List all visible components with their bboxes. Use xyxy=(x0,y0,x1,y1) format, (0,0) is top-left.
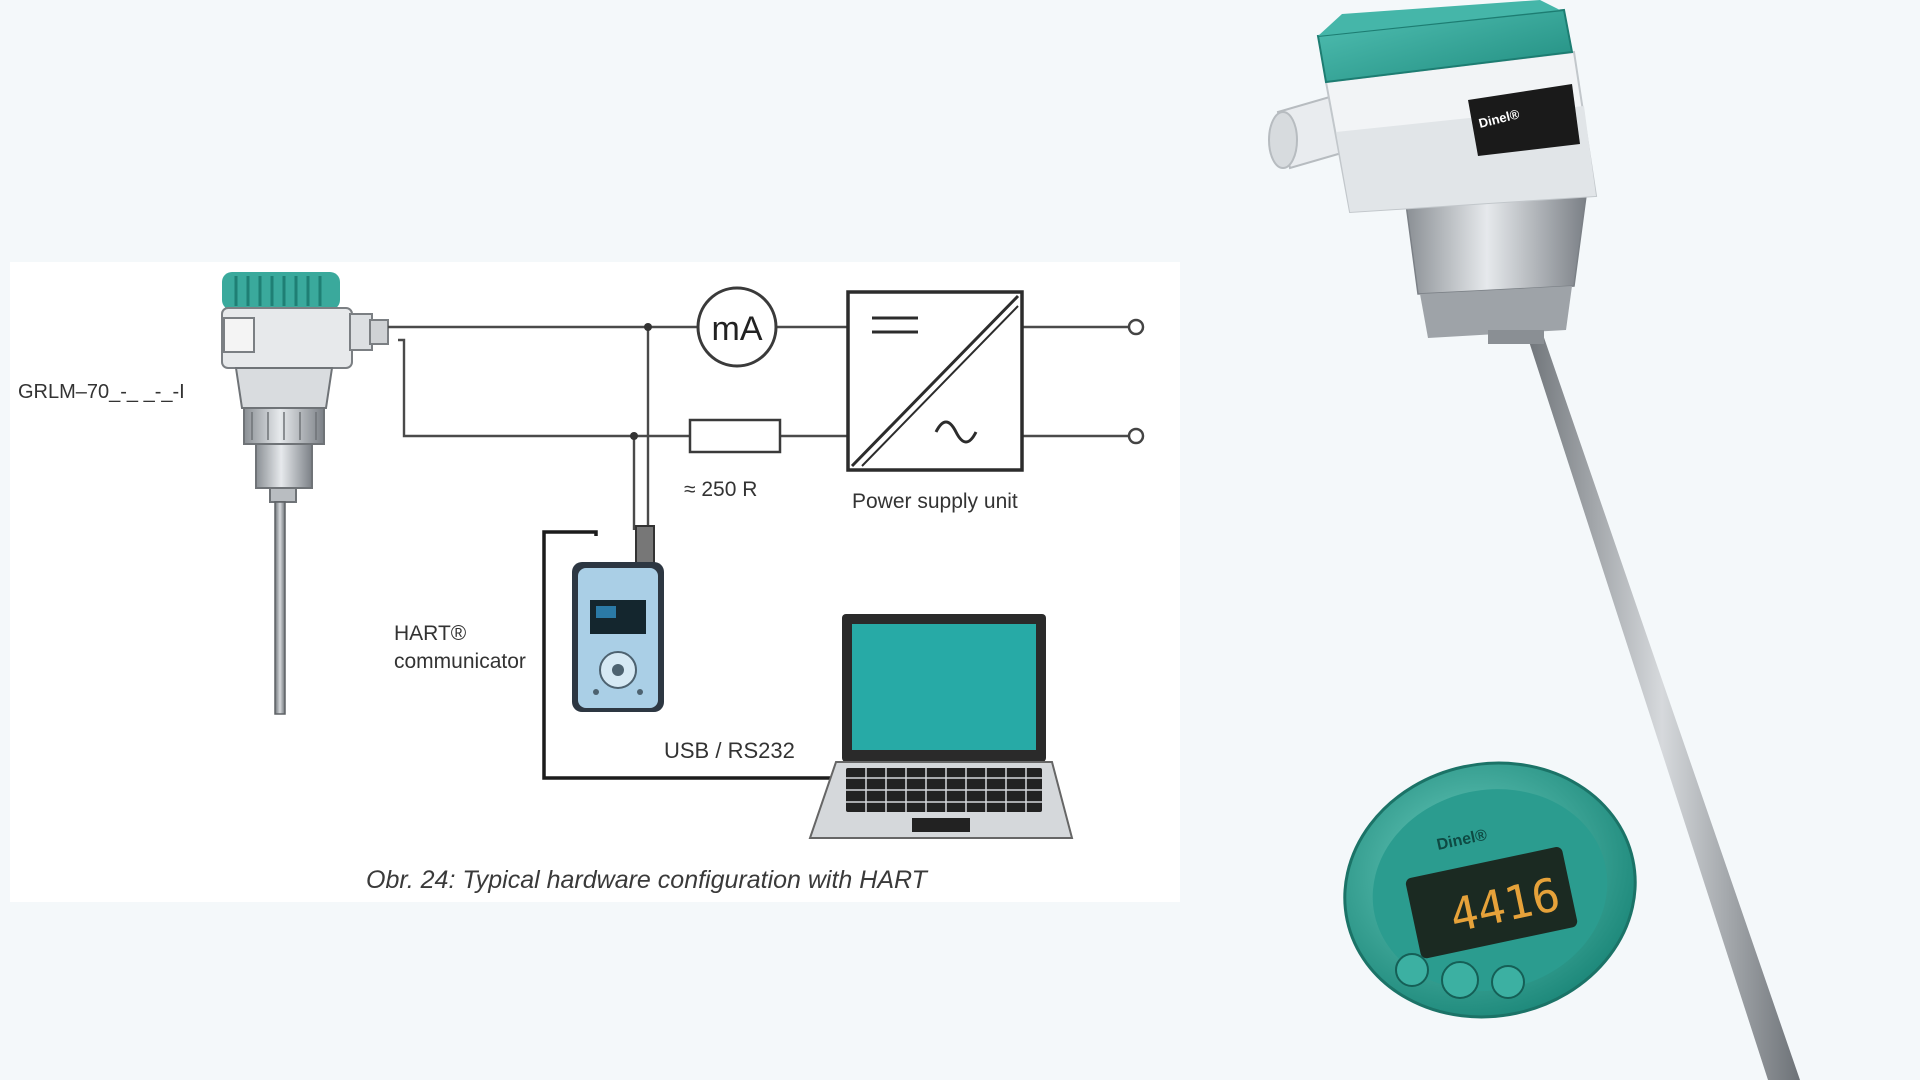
resistor-icon xyxy=(688,418,782,454)
laptop-icon xyxy=(808,614,1074,839)
communicator-label-line2: communicator xyxy=(394,650,526,673)
psu-label: Power supply unit xyxy=(852,490,1018,513)
lcd-screen xyxy=(1405,847,1578,959)
power-supply-icon xyxy=(846,290,1024,472)
terminal-icon xyxy=(1127,427,1145,445)
level-sensor-icon xyxy=(221,272,389,715)
esc-button-icon xyxy=(1395,953,1429,987)
ammeter-icon: mA xyxy=(696,286,778,368)
ok-button-icon xyxy=(1491,965,1525,999)
terminal-icon xyxy=(1127,318,1145,336)
level-sensor-photo: Dinel® xyxy=(1268,0,1800,1080)
wiring-diagram: GRLM–70_-_ _-_-I mA ≈ 250 R xyxy=(18,272,1145,894)
hart-communicator-icon xyxy=(572,525,664,712)
communicator-label-line1: HART® xyxy=(394,622,467,645)
display-module: Dinel® 4416 xyxy=(1343,761,1637,1019)
sensor-rod xyxy=(1524,326,1800,1080)
ammeter-label: mA xyxy=(712,310,763,348)
usb-cable xyxy=(542,530,808,780)
resistor-label: ≈ 250 R xyxy=(684,478,757,501)
updown-button-icon xyxy=(1441,961,1479,999)
figure-caption: Obr. 24: Typical hardware configuration … xyxy=(366,866,929,894)
nameplate: Dinel® xyxy=(1468,84,1580,156)
usb-label: USB / RS232 xyxy=(664,738,795,763)
circuit-wires xyxy=(388,323,1128,530)
device-label: GRLM–70_-_ _-_-I xyxy=(18,381,185,403)
display-buttons xyxy=(1395,953,1525,999)
